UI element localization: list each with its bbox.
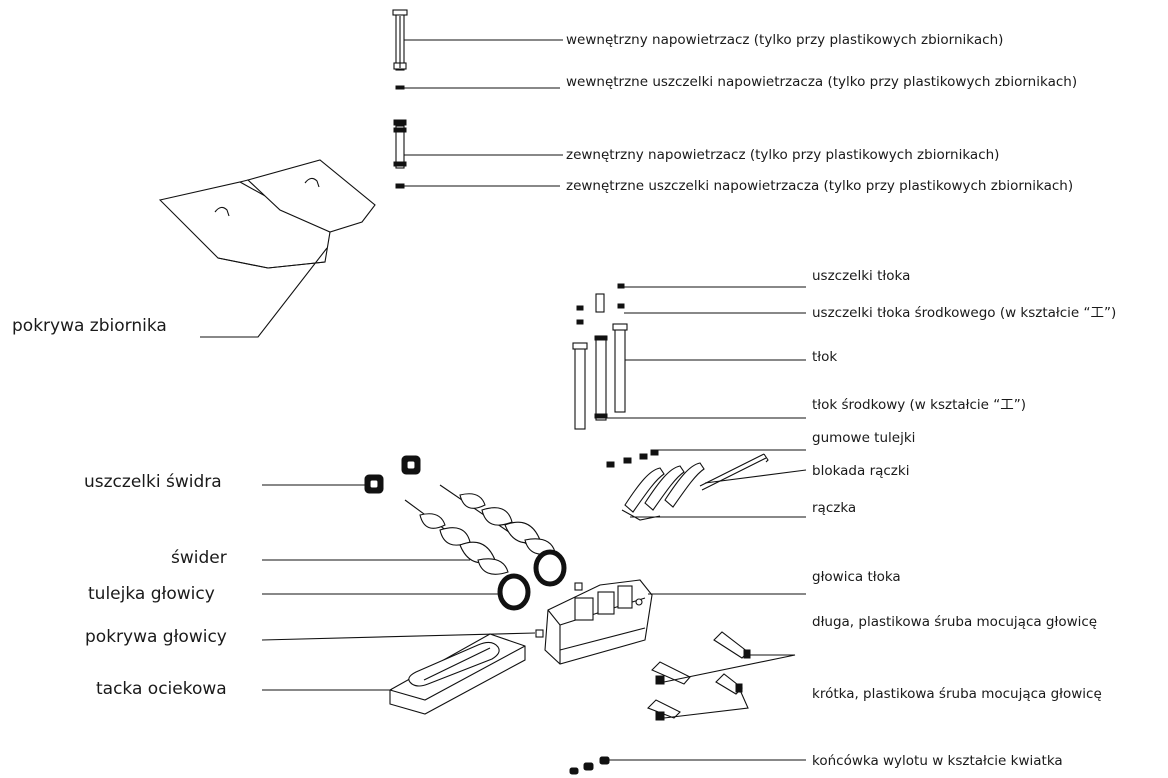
label-drip-tray: tacka ociekowa <box>96 679 227 699</box>
outer-aerator-seal-drawing <box>395 183 405 189</box>
auger-seal-drawings <box>364 455 421 494</box>
head-sleeve-drawings <box>497 549 567 611</box>
outer-aerator-drawing <box>393 119 407 169</box>
label-piston-head: głowica tłoka <box>812 569 901 585</box>
label-handle: rączka <box>812 500 857 516</box>
handle-drawings <box>621 462 705 521</box>
label-inner-aerator: wewnętrzny napowietrzacz (tylko przy pla… <box>566 32 1004 48</box>
label-long-screw: długa, plastikowa śruba mocująca głowicę <box>812 614 1098 630</box>
auger-drawings <box>404 484 556 575</box>
label-rubber-sleeves: gumowe tulejki <box>812 430 916 446</box>
label-piston: tłok <box>812 349 838 365</box>
label-middle-piston: tłok środkowy (w kształcie “工”) <box>812 397 1026 413</box>
piston-head-drawing <box>544 579 653 665</box>
label-outer-aerator: zewnętrzny napowietrzacz (tylko przy pla… <box>566 147 1000 163</box>
label-flower-nozzle: końcówka wylotu w kształcie kwiatka <box>812 753 1063 769</box>
flower-nozzle-drawings <box>569 756 610 775</box>
label-outer-aerator-seals: zewnętrzne uszczelki napowietrzacza (tyl… <box>566 178 1074 194</box>
label-middle-piston-seals: uszczelki tłoka środkowego (w kształcie … <box>812 305 1117 321</box>
label-piston-seals: uszczelki tłoka <box>812 268 911 284</box>
label-handle-lock: blokada rączki <box>812 463 910 479</box>
short-screw-drawings <box>647 673 743 721</box>
leader-handle-lock <box>704 469 807 484</box>
inner-aerator-seal-drawing <box>395 85 405 90</box>
drip-tray-drawing <box>389 633 526 715</box>
piston-seal-drawings <box>576 283 625 325</box>
leader-tank-cover <box>200 247 328 338</box>
handle-lock-drawing <box>699 453 769 491</box>
label-head-sleeve: tulejka głowicy <box>88 584 215 604</box>
piston-drawings <box>572 323 628 430</box>
rubber-sleeve-drawings <box>606 449 659 468</box>
tank-cover-drawing <box>158 159 376 269</box>
long-screw-drawings <box>651 631 751 685</box>
leader-short-screw <box>663 689 749 719</box>
label-inner-aerator-seals: wewnętrzne uszczelki napowietrzacza (tyl… <box>566 74 1078 90</box>
head-cover-drawing <box>535 582 583 638</box>
label-head-cover: pokrywa głowicy <box>85 627 227 647</box>
inner-aerator-drawing <box>392 9 408 71</box>
label-short-screw: krótka, plastikowa śruba mocująca głowic… <box>812 686 1102 702</box>
label-auger-seals: uszczelki świdra <box>84 472 222 492</box>
label-tank-cover: pokrywa zbiornika <box>12 316 167 336</box>
leader-long-screw <box>663 654 796 683</box>
label-auger: świder <box>171 548 227 568</box>
